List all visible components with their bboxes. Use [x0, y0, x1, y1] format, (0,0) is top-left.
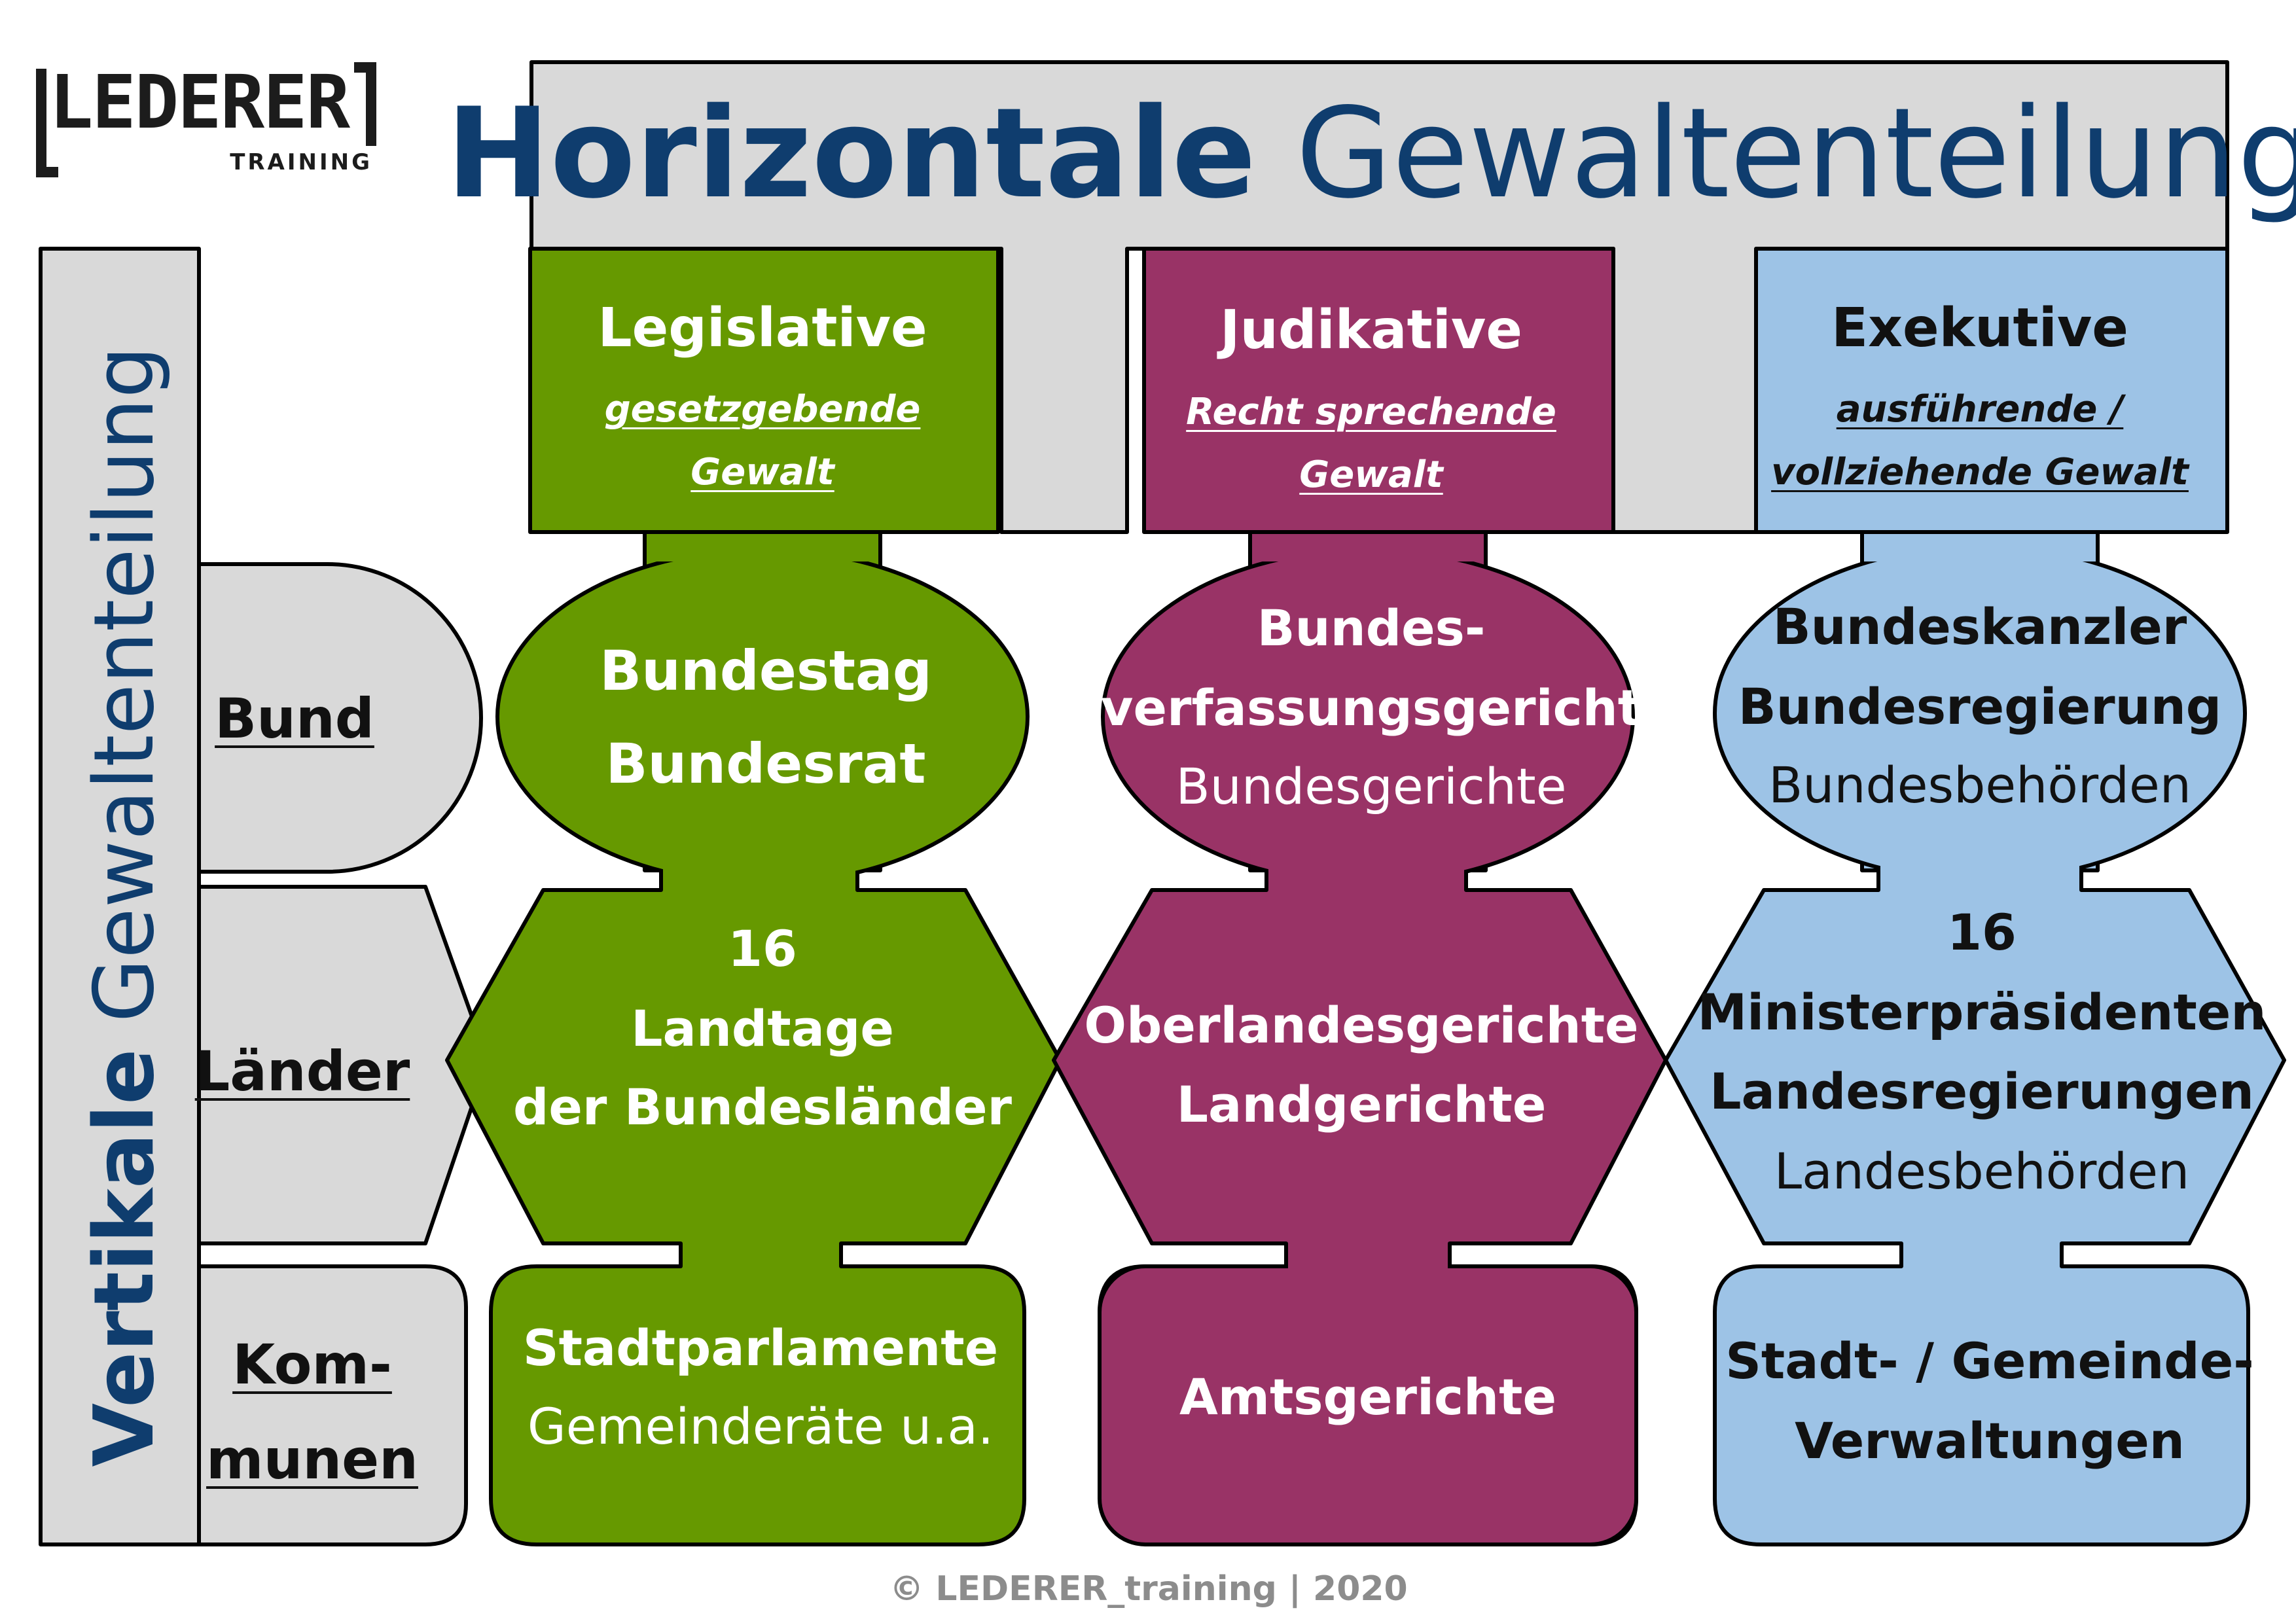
exekutive-laender-3: Landesregierungen — [1710, 1062, 2254, 1120]
main-title-regular: Gewaltenteilung — [1295, 81, 2296, 226]
legislative-laender-2: Landtage — [631, 999, 894, 1058]
legislative-column-shape — [445, 528, 1062, 1546]
level-shape-bund — [197, 562, 483, 874]
judikative-header-box — [1142, 247, 1615, 534]
legislative-laender-1: 16 — [728, 919, 797, 978]
vertical-title-bold: Vertikale — [76, 1048, 172, 1467]
exekutive-laender-1: 16 — [1947, 903, 2017, 961]
judikative-kommunen-1: Amtsgerichte — [1179, 1368, 1557, 1426]
exekutive-sub-1: ausführende / — [1836, 388, 2124, 431]
vertical-title: Vertikale Gewaltenteilung — [76, 346, 172, 1467]
exekutive-column-shape — [1664, 528, 2286, 1546]
legislative-laender-3: der Bundesländer — [512, 1078, 1013, 1136]
legislative-header-box — [528, 247, 1000, 534]
level-label-bund: Bund — [215, 687, 374, 751]
legislative-sub-2: Gewalt — [691, 451, 834, 493]
exekutive-bund-2: Bundesregierung — [1738, 677, 2222, 736]
exekutive-header-box — [1754, 247, 2229, 534]
legislative-kommunen-1: Stadtparlamente — [522, 1319, 999, 1377]
legislative-bund-ellipse — [495, 548, 1030, 885]
judikative-sub-1: Recht sprechende — [1186, 391, 1556, 433]
judikative-bund-3: Bundesgerichte — [1175, 757, 1567, 815]
level-label-laender: Länder — [194, 1039, 410, 1103]
level-shape-kommunen — [197, 1264, 468, 1546]
exekutive-heading: Exekutive — [1831, 297, 2128, 359]
level-label-kommunen-2: munen — [206, 1427, 418, 1491]
copyright-text: © LEDERER_training | 2020 — [889, 1569, 1408, 1609]
legislative-sub-1: gesetzgebende — [604, 388, 921, 431]
judikative-sub-2: Gewalt — [1299, 454, 1443, 496]
level-label-kommunen-1: Kom- — [232, 1332, 392, 1397]
legislative-kommunen-2: Gemeinderäte u.a. — [527, 1397, 994, 1455]
main-title: Horizontale Gewaltenteilung — [446, 92, 2296, 216]
legislative-bund-1: Bundestag — [600, 639, 932, 703]
logo-bracket-right — [354, 62, 376, 146]
exekutive-kommunen-1: Stadt- / Gemeinde- — [1725, 1332, 2254, 1390]
level-shape-laender — [197, 885, 490, 1245]
vertical-title-regular: Gewaltenteilung — [76, 346, 172, 1023]
logo-bracket-left — [36, 69, 58, 177]
exekutive-laender-2: Ministerpräsidenten — [1697, 983, 2267, 1041]
judikative-heading: Judikative — [1220, 299, 1522, 361]
legislative-heading: Legislative — [598, 297, 927, 359]
lederer-logo: LEDERER TRAINING — [36, 62, 376, 177]
exekutive-bund-1: Bundeskanzler — [1772, 597, 2187, 656]
exekutive-kommunen-2: Verwaltungen — [1795, 1412, 2185, 1470]
judikative-laender-1: Oberlandesgerichte — [1084, 996, 1639, 1054]
logo-training: TRAINING — [230, 149, 372, 175]
exekutive-laender-4: Landesbehörden — [1774, 1142, 2190, 1200]
main-title-bold: Horizontale — [446, 81, 1257, 226]
exekutive-bund-3: Bundesbehörden — [1768, 756, 2191, 814]
exekutive-sub-2: vollziehende Gewalt — [1771, 451, 2189, 493]
legislative-bund-2: Bundesrat — [605, 732, 926, 796]
judikative-laender-2: Landgerichte — [1176, 1075, 1547, 1133]
logo-word: LEDERER — [49, 60, 350, 145]
judikative-bund-2: verfassungsgericht — [1100, 679, 1642, 737]
judikative-bund-1: Bundes- — [1257, 599, 1486, 657]
